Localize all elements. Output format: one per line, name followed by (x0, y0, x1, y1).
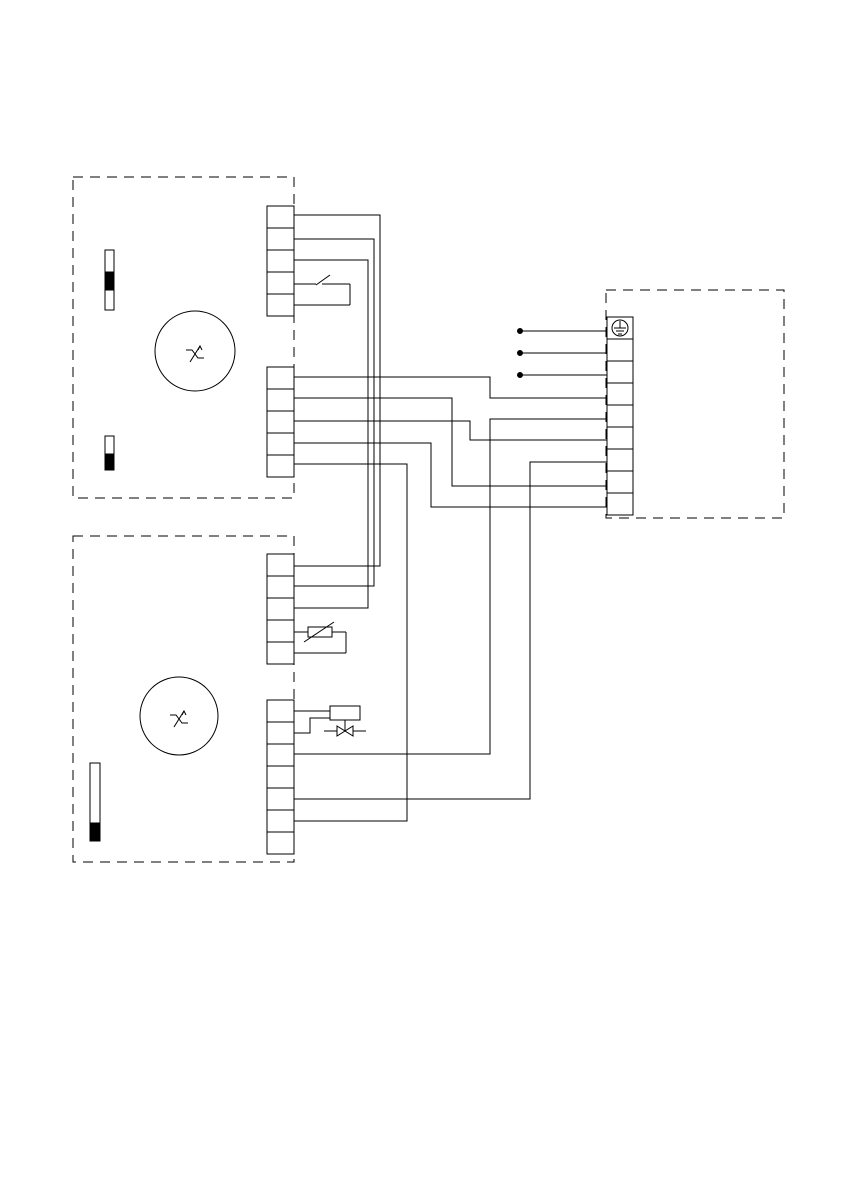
motor-icon (140, 677, 218, 755)
unit-a-slider-1 (105, 250, 114, 310)
terminal-block-a2 (267, 367, 294, 477)
terminal-block-b2 (267, 700, 294, 854)
slider-3-fill (90, 823, 100, 841)
slider-1-fill (105, 272, 114, 290)
thermistor-icon (294, 622, 346, 653)
ground-icon (612, 320, 628, 336)
motor-icon (155, 311, 235, 391)
switch-icon (294, 275, 350, 305)
supply-inputs (518, 329, 608, 378)
unit-b (73, 536, 366, 862)
unit-b-slider (90, 763, 100, 841)
valve-icon (324, 720, 366, 736)
slider-2-fill (105, 454, 114, 470)
unit-a (73, 177, 350, 498)
main-terminal (518, 290, 785, 518)
unit-a-slider-2 (105, 436, 114, 470)
terminal-block-b1 (267, 554, 294, 664)
terminal-block-a1 (267, 206, 294, 316)
